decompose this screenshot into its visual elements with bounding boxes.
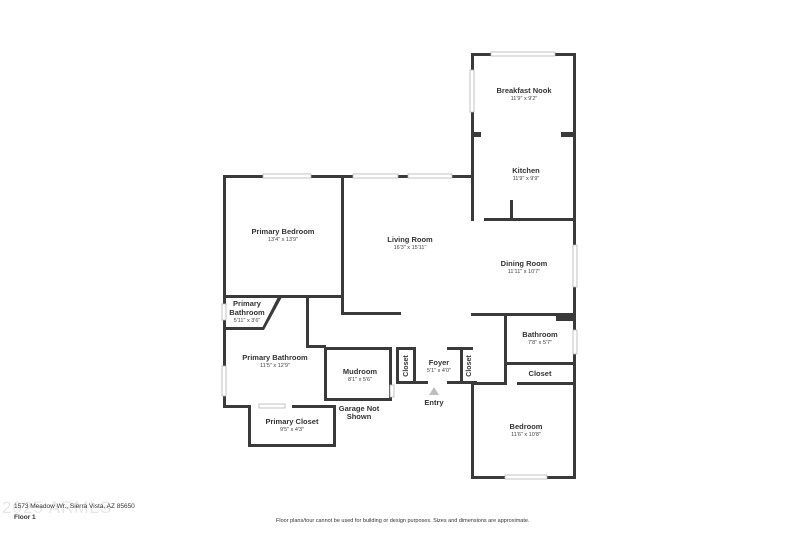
primary-closet-dims: 9'5" x 4'3" [280,427,304,433]
entry-label: Entry [424,398,444,407]
kitchen-dims: 11'9" x 9'9" [513,176,540,182]
primary-bathroom-dims: 11'5" x 12'9" [260,363,290,369]
dining-room-name: Dining Room [501,259,548,268]
closet-name: Closet [529,369,552,378]
primary-closet-name: Primary Closet [266,417,319,426]
primary-bedroom-name: Primary Bedroom [252,227,315,236]
footer-disclaimer: Floor plans/tour cannot be used for buil… [276,518,530,524]
entry-arrow-icon [429,387,439,395]
mudroom-name: Mudroom [343,367,377,376]
primary-bathroom-name: Primary Bathroom [242,353,308,362]
garage-label-2: Shown [347,412,372,421]
foyer-closet-right: Closet [466,355,473,377]
garage-label-1: Garage Not [339,404,380,413]
bedroom-dims: 11'6" x 10'8" [511,432,541,438]
dining-room-dims: 11'11" x 10'7" [508,269,540,275]
watermark: 2025 ARMLS [2,498,113,517]
foyer-name: Foyer [429,358,450,367]
bathroom-dims: 7'8" x 5'7" [528,340,552,346]
windows [221,51,578,480]
primary-bathroom-small-name-2: Bathroom [229,308,265,317]
primary-bathroom-small-dims: 5'11" x 3'6" [234,318,261,324]
primary-bathroom-small-name-1: Primary [233,299,262,308]
foyer-closet-left: Closet [403,355,410,377]
breakfast-nook-dims: 11'9" x 9'2" [511,96,538,102]
mudroom-dims: 8'1" x 5'6" [348,377,372,383]
kitchen-name: Kitchen [512,166,540,175]
living-room-dims: 16'3" x 15'11" [394,245,427,251]
primary-bedroom-dims: 13'4" x 13'9" [268,237,298,243]
foyer-dims: 5'1" x 4'0" [427,368,451,374]
bathroom-name: Bathroom [522,330,558,339]
footer-address: 1573 Meadow Wr., Sierra Vista, AZ 85650 [14,503,135,510]
footer-floor: Floor 1 [14,514,36,521]
bedroom-name: Bedroom [510,422,543,431]
breakfast-nook-name: Breakfast Nook [496,86,552,95]
living-room-name: Living Room [387,235,433,244]
walls [223,53,576,479]
